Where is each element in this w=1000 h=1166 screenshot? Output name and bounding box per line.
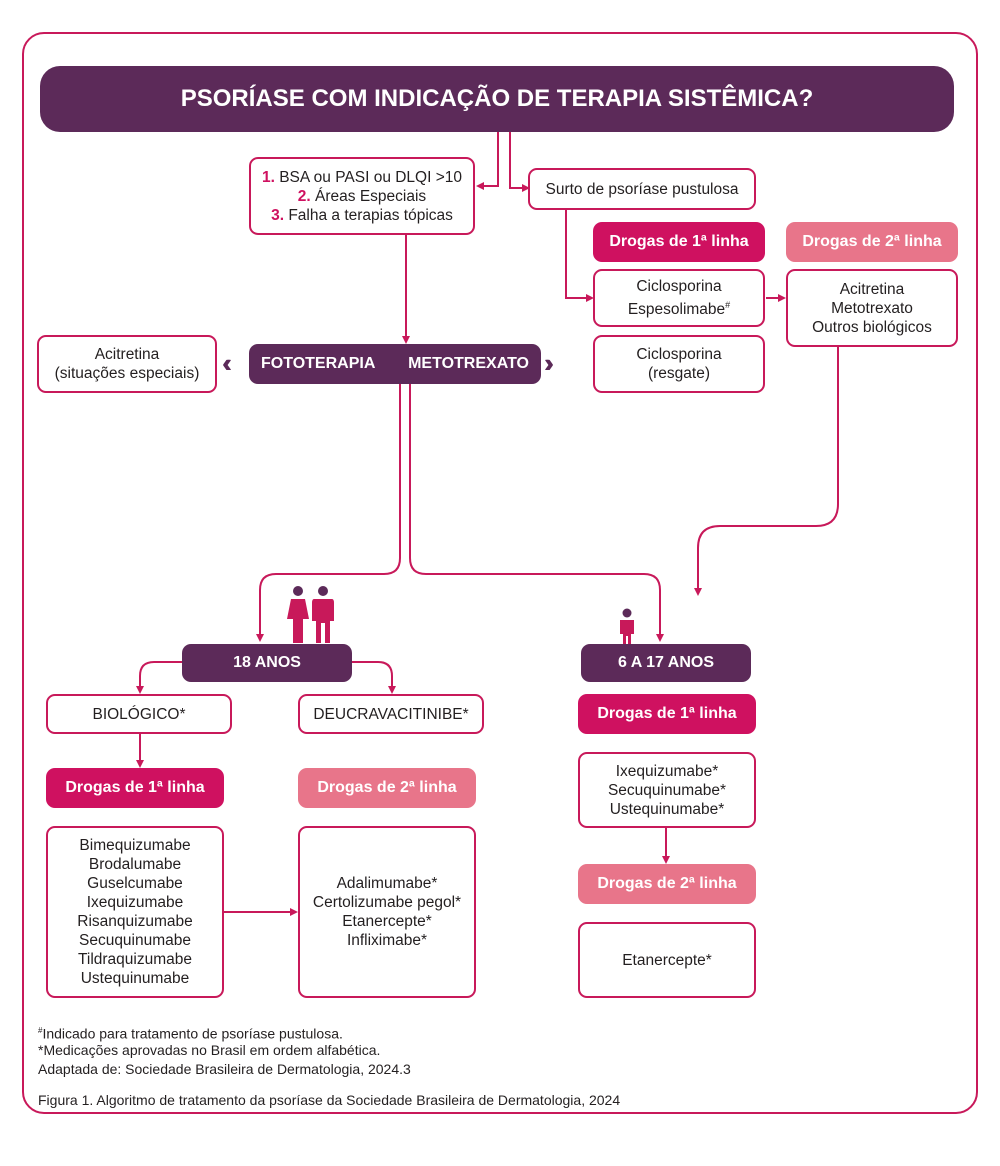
footnote-pustular-text: Indicado para tratamento de psoríase pus…: [42, 1025, 343, 1042]
phototherapy-methotrexate-banner: FOTOTERAPIA METOTREXATO: [249, 344, 541, 384]
adult-second-drug: Certolizumabe pegol*: [312, 894, 462, 911]
footnote-approved-text: *Medicações aprovadas no Brasil em ordem…: [38, 1042, 381, 1058]
criterion-3: 3. Falha a terapias tópicas: [271, 206, 453, 225]
adult-drug: Tildraquizumabe: [77, 951, 192, 968]
pediatric-second-line-header: Drogas de 2ª linha: [578, 864, 756, 904]
acitretin-label: Acitretina: [94, 346, 160, 363]
phototherapy-label: FOTOTERAPIA: [261, 355, 376, 372]
chevrons-left-icon: ‹‹‹: [222, 348, 232, 378]
adult-age-header: 18 ANOS: [182, 644, 352, 682]
pustular-drug-ciclosporina: Ciclosporina: [636, 277, 722, 295]
pediatric-drug: Ustequinumabe*: [609, 800, 725, 818]
espesolimabe-mark: #: [725, 299, 731, 310]
deucravacitinib-label: DEUCRAVACITINIBE*: [313, 705, 469, 723]
arrow-adult-biologic: [136, 661, 182, 694]
arrow-adult-deucra: [350, 661, 396, 694]
pediatric-drug: Secuquinumabe*: [607, 781, 727, 799]
pustular-first-line-header-text: Drogas de 1ª linha: [609, 233, 749, 250]
arrow-title-criteria: [476, 132, 499, 190]
arrow-middle-adult: [256, 384, 401, 642]
pustular-first-line-header: Drogas de 1ª linha: [593, 222, 765, 262]
pustular-flare-label: Surto de psoríase pustulosa: [545, 180, 739, 198]
pustular-second-drug-1: Acitretina: [839, 280, 905, 298]
pediatric-age-label: 6 A 17 ANOS: [617, 654, 715, 671]
espesolimabe-text: Espesolimabe: [627, 301, 726, 319]
acitretin-special-box: Acitretina (situações especiais): [37, 335, 217, 393]
acitretin-note: (situações especiais): [54, 365, 200, 382]
criterion-2: 2. Áreas Especiais: [298, 187, 426, 206]
arrow-secondline-pediatric: [694, 346, 839, 596]
adult-age-label: 18 ANOS: [233, 654, 301, 671]
pustular-first-line-box: Ciclosporina Espesolimabe#: [593, 269, 765, 327]
adult-second-drug: Etanercepte*: [342, 913, 432, 930]
rescue-note: (resgate): [647, 365, 711, 382]
adult-drug: Guselcumabe: [87, 875, 183, 892]
pediatric-drug: Ixequizumabe*: [615, 762, 719, 780]
adult-drug: Risanquizumabe: [77, 913, 193, 930]
footnote-approved: *Medicações aprovadas no Brasil em ordem…: [38, 1041, 380, 1059]
adults-icon: [287, 586, 334, 643]
adult-drug: Secuquinumabe: [78, 932, 192, 949]
criterion-3-number: 3.: [271, 206, 285, 224]
pediatric-first-line-header-text: Drogas de 1ª linha: [597, 705, 737, 722]
chevrons-right-icon: ›››: [544, 348, 554, 378]
pustular-flare-box: Surto de psoríase pustulosa: [528, 168, 756, 210]
biologic-label: BIOLÓGICO*: [92, 705, 186, 723]
biologic-box: BIOLÓGICO*: [46, 694, 232, 734]
adult-drug: Ixequizumabe: [86, 894, 184, 911]
adult-second-line-list: Adalimumabe* Certolizumabe pegol* Etaner…: [298, 826, 476, 998]
pediatric-first-line-list: Ixequizumabe* Secuquinumabe* Ustequinuma…: [578, 752, 756, 828]
criterion-1-text: BSA ou PASI ou DLQI >10: [279, 168, 463, 186]
criterion-3-text: Falha a terapias tópicas: [288, 206, 453, 224]
main-question-text: PSORÍASE COM INDICAÇÃO DE TERAPIA SISTÊM…: [180, 85, 814, 112]
arrow-pustular-firstline: [565, 208, 594, 302]
rescue-drug: Ciclosporina: [636, 346, 722, 363]
adult-first-line-list: Bimequizumabe Brodalumabe Guselcumabe Ix…: [46, 826, 224, 998]
pediatric-second-line-header-text: Drogas de 2ª linha: [597, 875, 737, 892]
footnote-pustular: #Indicado para tratamento de psoríase pu…: [38, 1022, 343, 1043]
pustular-second-line-header: Drogas de 2ª linha: [786, 222, 958, 262]
pustular-second-line-header-text: Drogas de 2ª linha: [802, 233, 942, 250]
methotrexate-label: METOTREXATO: [408, 355, 529, 372]
criterion-1: 1. BSA ou PASI ou DLQI >10: [262, 168, 462, 187]
arrow-middle-pediatric: [409, 384, 664, 642]
adult-second-line-header: Drogas de 2ª linha: [298, 768, 476, 808]
adult-first-line-header-text: Drogas de 1ª linha: [65, 779, 205, 796]
pustular-rescue-box: Ciclosporina (resgate): [593, 335, 765, 393]
adult-second-drug: Infliximabe*: [346, 932, 428, 949]
adult-second-drug: Adalimumabe*: [336, 875, 438, 892]
adult-drug: Ustequinumabe: [80, 970, 190, 987]
pediatric-age-header: 6 A 17 ANOS: [581, 644, 751, 682]
adult-second-line-header-text: Drogas de 2ª linha: [317, 779, 457, 796]
adult-first-line-header: Drogas de 1ª linha: [46, 768, 224, 808]
pediatric-first-line-header: Drogas de 1ª linha: [578, 694, 756, 734]
criterion-2-number: 2.: [297, 187, 311, 205]
main-question-banner: PSORÍASE COM INDICAÇÃO DE TERAPIA SISTÊM…: [40, 66, 954, 132]
pediatric-second-line-list: Etanercepte*: [578, 922, 756, 998]
figure-frame: [22, 32, 978, 1114]
pustular-second-line-box: Acitretina Metotrexato Outros biológicos: [786, 269, 958, 347]
pustular-second-drug-3: Outros biológicos: [812, 318, 932, 336]
figure-caption: Figura 1. Algoritmo de tratamento da pso…: [38, 1092, 620, 1108]
footnote-source-text: Adaptada de: Sociedade Brasileira de Der…: [38, 1061, 411, 1077]
criterion-2-text: Áreas Especiais: [315, 187, 427, 205]
footnote-mark: #: [38, 1026, 43, 1035]
footnote-source: Adaptada de: Sociedade Brasileira de Der…: [38, 1060, 411, 1078]
adult-drug: Brodalumabe: [88, 856, 182, 873]
pustular-drug-espesolimabe: Espesolimabe#: [628, 296, 730, 319]
child-icon: [620, 608, 634, 646]
adult-drug: Bimequizumabe: [79, 837, 191, 854]
arrow-title-pustular: [509, 132, 530, 192]
figure-caption-text: Figura 1. Algoritmo de tratamento da pso…: [38, 1092, 621, 1108]
criteria-box: 1. BSA ou PASI ou DLQI >10 2. Áreas Espe…: [249, 157, 475, 235]
criterion-1-number: 1.: [261, 168, 275, 186]
pustular-second-drug-2: Metotrexato: [831, 299, 913, 317]
pediatric-second-drug: Etanercepte*: [622, 951, 712, 969]
deucravacitinib-box: DEUCRAVACITINIBE*: [298, 694, 484, 734]
